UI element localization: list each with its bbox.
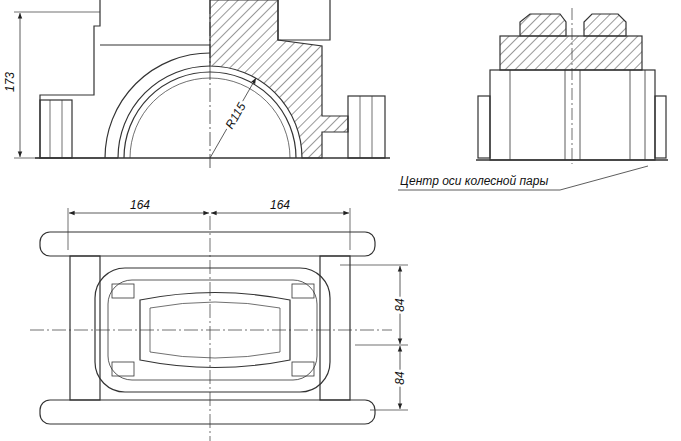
front-view-line	[100, 44, 210, 45]
note-text: Центр оси колесной пары	[398, 175, 550, 188]
plan-view-line	[112, 284, 134, 298]
front-view-line	[14, 12, 100, 13]
dimension-value: 173	[4, 70, 17, 94]
front-view-line	[124, 72, 296, 158]
front-view-line	[118, 66, 210, 158]
front-view-line	[278, 0, 330, 40]
front-view-line	[210, 0, 348, 158]
front-view-line	[14, 158, 40, 159]
dimension-value: 84	[394, 369, 407, 386]
front-view-line	[40, 100, 72, 158]
plan-view-line	[292, 284, 314, 298]
dimension-value: 164	[128, 199, 152, 212]
plan-view-line	[210, 216, 211, 441]
front-view-line	[35, 157, 390, 158]
plan-view-line	[95, 268, 330, 392]
side-view-line	[520, 14, 566, 36]
side-view-line	[478, 96, 490, 158]
plan-view-line	[40, 400, 375, 424]
plan-view-line	[69, 213, 209, 214]
plan-view	[30, 208, 408, 441]
side-view-line	[572, 8, 573, 164]
plan-view-line	[140, 293, 290, 368]
plan-view-line	[108, 280, 317, 380]
side-view-line	[500, 36, 642, 70]
side-view-line	[398, 166, 648, 190]
front-view-line	[62, 100, 63, 158]
side-view-line	[476, 159, 668, 160]
side-view	[398, 8, 668, 190]
side-view-line	[655, 96, 666, 158]
plan-view-line	[30, 330, 392, 331]
front-view-line	[372, 96, 373, 158]
plan-view-line	[211, 213, 349, 214]
plan-view-line	[112, 362, 134, 376]
side-view-line	[510, 70, 511, 160]
side-view-line	[645, 70, 646, 160]
front-view-line	[50, 100, 51, 158]
front-view-line	[348, 96, 385, 158]
side-view-line	[630, 70, 631, 160]
front-view	[14, 0, 390, 168]
dimension-value: 84	[394, 296, 407, 313]
front-view-line	[210, 78, 256, 158]
front-view-line	[40, 0, 118, 158]
plan-view-line	[40, 232, 375, 256]
side-view-line	[490, 70, 655, 160]
radius-value: R115	[222, 99, 249, 133]
plan-view-line	[68, 208, 69, 250]
front-view-line	[130, 78, 290, 158]
plan-view-line	[340, 265, 408, 266]
plan-view-line	[350, 208, 351, 250]
front-view-line	[105, 53, 210, 158]
side-view-line	[580, 70, 581, 160]
front-view-line	[360, 96, 361, 158]
front-view-line	[20, 13, 21, 157]
plan-view-line	[292, 362, 314, 376]
side-view-line	[584, 14, 626, 36]
dimension-value: 164	[268, 199, 292, 212]
plan-view-line	[150, 302, 280, 358]
plan-view-line	[370, 410, 408, 411]
plan-view-line	[355, 345, 408, 346]
side-view-line	[565, 70, 566, 160]
